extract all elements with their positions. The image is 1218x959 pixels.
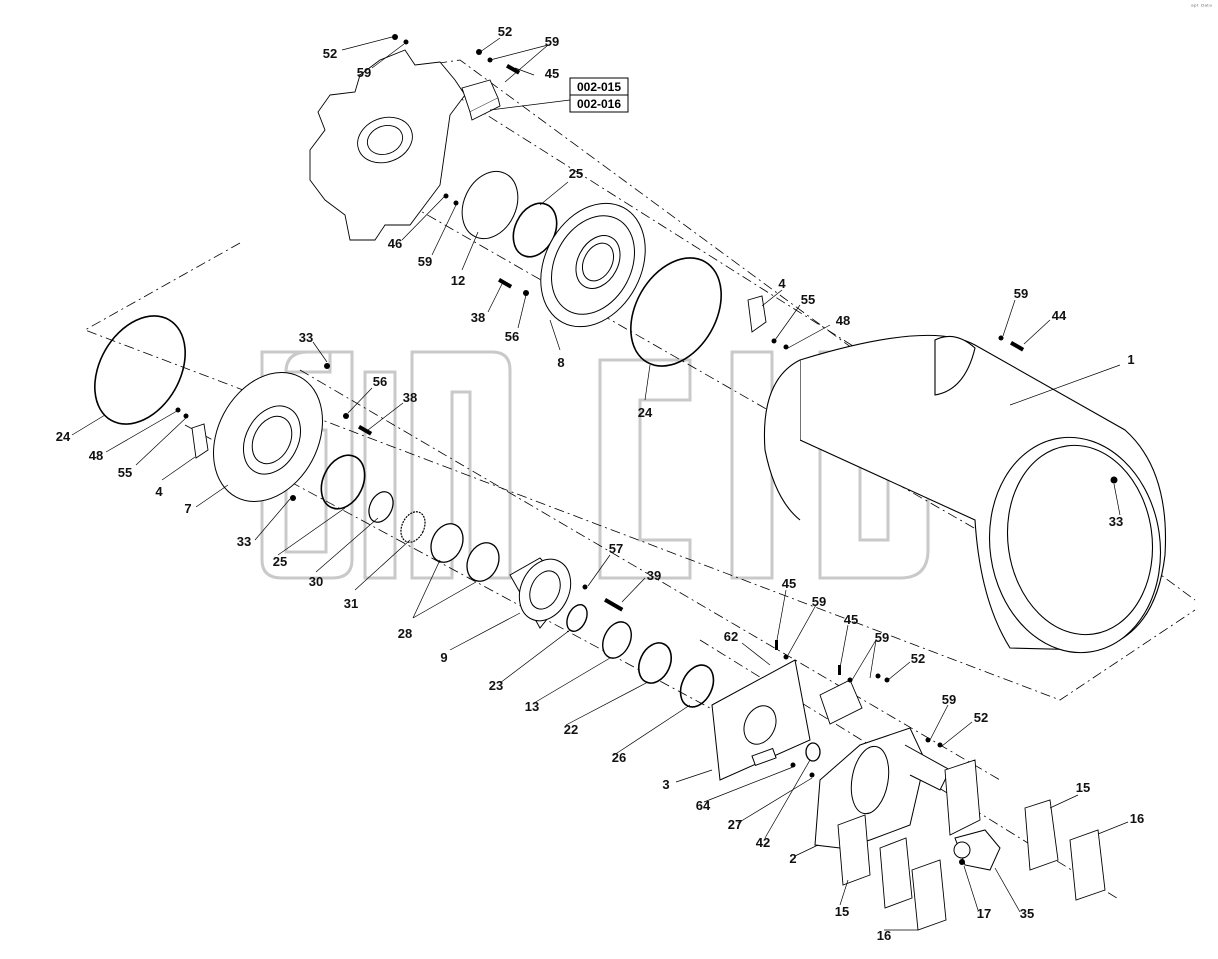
o-ring-25-lower	[320, 454, 366, 510]
callout-c26: 26	[612, 750, 626, 765]
callout-c56b: 56	[373, 374, 387, 389]
callout-c57: 57	[609, 541, 623, 556]
callout-c55b: 55	[118, 465, 132, 480]
callout-c59e: 59	[812, 594, 826, 609]
callout-c31: 31	[344, 596, 358, 611]
callout-c30: 30	[309, 574, 323, 589]
callout-c16a: 16	[1130, 811, 1144, 826]
o-ring-24-left	[94, 315, 186, 425]
callout-c48b: 48	[89, 448, 103, 463]
callout-c16b: 16	[877, 928, 891, 943]
callout-c55a: 55	[801, 292, 815, 307]
gasket-12	[461, 170, 519, 240]
callout-c44: 44	[1052, 308, 1067, 323]
callout-c38a: 38	[471, 310, 485, 325]
callout-c3: 3	[662, 777, 669, 792]
bracket-4-upper	[747, 295, 767, 333]
corner-logo-mark: ᵃᵖᵗ ᴰᵃᵗᵃ	[1191, 3, 1212, 11]
callout-c24b: 24	[638, 405, 653, 420]
reference-box-2	[569, 94, 629, 113]
callout-c1: 1	[1127, 352, 1134, 367]
callout-c15b: 15	[835, 904, 849, 919]
fasteners	[175, 34, 1118, 865]
callout-c48a: 48	[836, 313, 850, 328]
callout-c62: 62	[724, 629, 738, 644]
callout-c15a: 15	[1076, 780, 1090, 795]
callout-c45c: 45	[844, 612, 858, 627]
lock-washer-31	[400, 511, 426, 543]
callout-c52b: 52	[498, 24, 512, 39]
callout-c2: 2	[789, 851, 796, 866]
flange-8	[540, 202, 646, 328]
callout-c7: 7	[184, 501, 191, 516]
callout-c45b: 45	[782, 576, 796, 591]
o-ring-23	[566, 604, 588, 632]
callout-c52a: 52	[323, 46, 337, 61]
callout-c4a: 4	[778, 276, 786, 291]
callout-c59b: 59	[545, 34, 559, 49]
callout-c59c: 59	[418, 254, 432, 269]
callout-c64: 64	[696, 798, 711, 813]
callout-c35: 35	[1020, 906, 1034, 921]
ring-22	[637, 642, 673, 684]
support-bracket-2	[814, 727, 951, 849]
callout-c59g: 59	[942, 692, 956, 707]
flange-7	[213, 372, 323, 502]
reference-boxes: 002-015 002-016	[569, 77, 629, 113]
callout-c4b: 4	[155, 484, 163, 499]
callout-c12: 12	[451, 273, 465, 288]
plate-3	[711, 659, 811, 781]
callout-c38b: 38	[403, 390, 417, 405]
callout-c52c: 52	[911, 651, 925, 666]
drum-1	[763, 334, 1167, 654]
o-ring-27	[805, 742, 821, 762]
callout-c59f: 59	[875, 630, 889, 645]
callout-c17: 17	[977, 906, 991, 921]
plates-15-16	[837, 759, 1106, 931]
callout-c27: 27	[728, 817, 742, 832]
callout-c42: 42	[756, 835, 770, 850]
callout-c13: 13	[525, 699, 539, 714]
reference-002-015: 002-015	[577, 80, 621, 94]
callout-c56a: 56	[505, 329, 519, 344]
callout-c59a: 59	[357, 65, 371, 80]
callout-c22: 22	[564, 722, 578, 737]
seal-30	[368, 491, 394, 523]
callout-c33a: 33	[299, 330, 313, 345]
o-ring-26	[679, 664, 715, 708]
bearing-28a	[430, 523, 464, 563]
bearing-28b	[466, 542, 500, 582]
callout-c52d: 52	[974, 710, 988, 725]
cover-plate	[819, 679, 863, 725]
leader-lines	[71, 36, 1129, 931]
callout-c33b: 33	[237, 534, 251, 549]
hydraulic-motor-35	[953, 829, 1001, 871]
drive-plate	[309, 49, 466, 241]
callout-c9: 9	[440, 650, 447, 665]
callout-c39: 39	[647, 568, 661, 583]
callout-c23: 23	[489, 678, 503, 693]
callout-c24a: 24	[56, 429, 71, 444]
callout-c25a: 25	[569, 166, 583, 181]
callout-c46: 46	[388, 236, 402, 251]
o-ring-24-center	[630, 257, 722, 367]
callout-c28: 28	[398, 626, 412, 641]
callout-c59d: 59	[1014, 286, 1028, 301]
bracket-4-lower	[191, 423, 209, 459]
callout-c8: 8	[557, 355, 564, 370]
housing-9	[509, 557, 572, 629]
ring-13	[602, 621, 632, 659]
callout-c33c: 33	[1109, 514, 1123, 529]
callout-c25b: 25	[273, 554, 287, 569]
bracket-top	[461, 79, 501, 121]
callout-labels: 5259525945254659123856845548594412433563…	[56, 24, 1144, 943]
callout-c45a: 45	[545, 66, 559, 81]
reference-002-016: 002-016	[577, 97, 621, 111]
